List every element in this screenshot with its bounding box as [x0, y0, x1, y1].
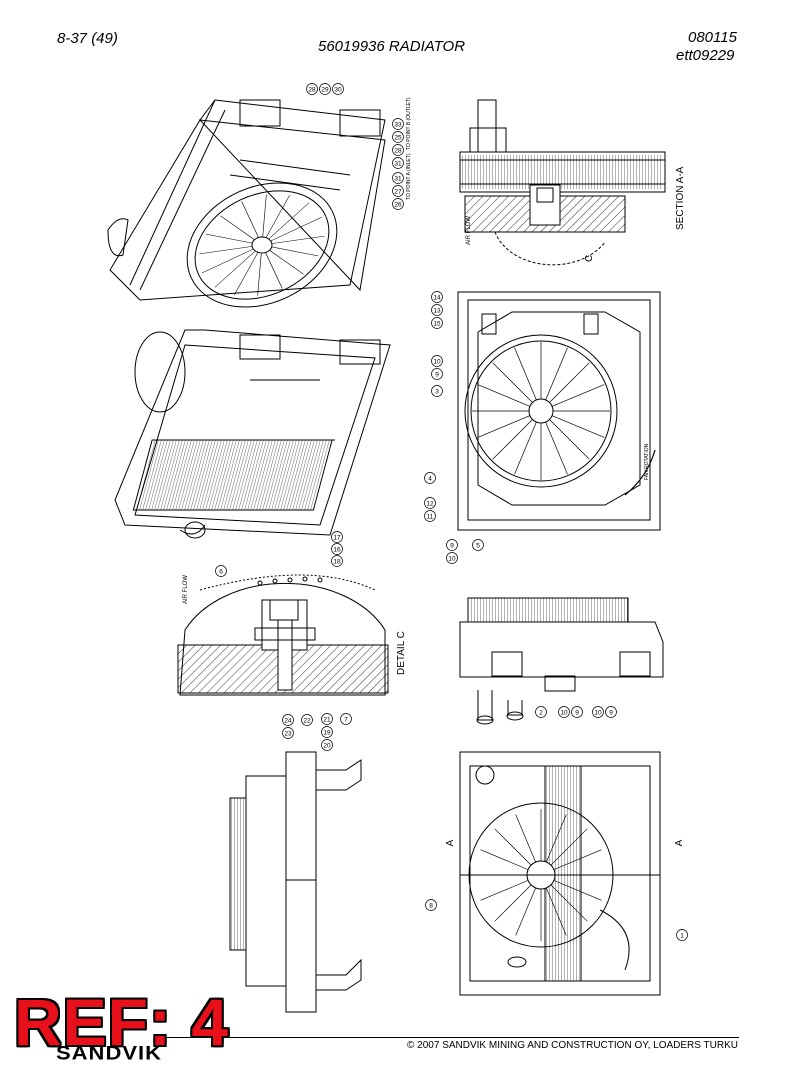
- svg-text:5: 5: [476, 543, 480, 550]
- to-point-a-label: TO POINT A (INLET): [406, 153, 412, 200]
- svg-text:8: 8: [429, 903, 433, 910]
- callouts-detail-c: 6 18 16 17 23 24 22 20 19 21 7: [215, 531, 352, 751]
- rear-view: [459, 751, 661, 996]
- svg-text:31: 31: [394, 161, 402, 168]
- section-a-a-title: SECTION A-A: [675, 166, 686, 230]
- section-a-mark-left: A: [445, 839, 456, 846]
- svg-text:18: 18: [333, 559, 341, 566]
- file-id: ett09229: [676, 47, 735, 64]
- section-c-marker: C: [584, 255, 595, 262]
- svg-text:12: 12: [426, 501, 434, 508]
- svg-text:21: 21: [323, 717, 331, 724]
- section-marks: A A: [445, 839, 685, 846]
- svg-text:13: 13: [433, 308, 441, 315]
- svg-text:20: 20: [323, 743, 331, 750]
- side-view: [459, 597, 664, 725]
- svg-text:7: 7: [344, 717, 348, 724]
- svg-text:24: 24: [284, 718, 292, 725]
- callouts-iso-top: 28 29 30 33 25 28 31 31 27 26: [306, 83, 404, 210]
- svg-text:10: 10: [433, 359, 441, 366]
- svg-text:10: 10: [594, 710, 602, 717]
- svg-text:6: 6: [219, 569, 223, 576]
- isometric-view-middle: [114, 329, 391, 539]
- callouts-side-view: 2 10 9 10 9: [535, 706, 617, 718]
- left-side-view: [229, 751, 362, 1013]
- svg-text:16: 16: [333, 547, 341, 554]
- isometric-view-top: [107, 99, 386, 317]
- svg-text:2: 2: [539, 710, 543, 717]
- air-flow-label-detail: AIR FLOW: [183, 575, 189, 604]
- svg-text:33: 33: [394, 122, 402, 129]
- svg-text:9: 9: [575, 710, 579, 717]
- svg-text:29: 29: [321, 87, 329, 94]
- svg-text:26: 26: [394, 202, 402, 209]
- svg-text:19: 19: [323, 730, 331, 737]
- svg-text:4: 4: [428, 476, 432, 483]
- document-number: 080115: [688, 29, 737, 46]
- detail-c-title: DETAIL C: [396, 631, 407, 675]
- fan-rotation-label: FAN ROTATION: [644, 443, 650, 480]
- svg-text:31: 31: [394, 176, 402, 183]
- reference-stamp: REF: 4: [14, 985, 230, 1059]
- svg-text:10: 10: [560, 710, 568, 717]
- copyright-footer: © 2007 SANDVIK MINING AND CONSTRUCTION O…: [407, 1040, 738, 1051]
- callouts-front-view: 14 13 15 10 9 3 4 12 11 9 10 5: [424, 291, 484, 564]
- svg-text:28: 28: [394, 148, 402, 155]
- svg-text:10: 10: [448, 556, 456, 563]
- svg-text:23: 23: [284, 731, 292, 738]
- drawing-title: 56019936 RADIATOR: [318, 38, 466, 55]
- svg-text:25: 25: [394, 135, 402, 142]
- callouts-rear-view: 8 1: [425, 899, 688, 941]
- section-a-a-view: [459, 99, 666, 266]
- air-flow-label-top: AIR FLOW: [466, 216, 472, 245]
- svg-text:9: 9: [435, 372, 439, 379]
- svg-text:17: 17: [333, 535, 341, 542]
- svg-text:9: 9: [609, 710, 613, 717]
- svg-text:3: 3: [435, 389, 439, 396]
- svg-text:27: 27: [394, 189, 402, 196]
- svg-text:28: 28: [308, 87, 316, 94]
- front-view: [457, 291, 661, 531]
- svg-text:9: 9: [450, 543, 454, 550]
- svg-text:15: 15: [433, 321, 441, 328]
- footer-rule: [155, 1037, 739, 1038]
- svg-text:1: 1: [680, 933, 684, 940]
- svg-text:11: 11: [427, 514, 434, 521]
- svg-text:22: 22: [303, 718, 311, 725]
- svg-text:14: 14: [433, 295, 441, 302]
- page-reference: 8-37 (49): [57, 30, 118, 47]
- to-point-b-label: TO POINT B (OUTLET): [406, 97, 412, 150]
- svg-text:30: 30: [334, 87, 342, 94]
- detail-c-view: [177, 574, 389, 696]
- section-a-mark-right: A: [674, 839, 685, 846]
